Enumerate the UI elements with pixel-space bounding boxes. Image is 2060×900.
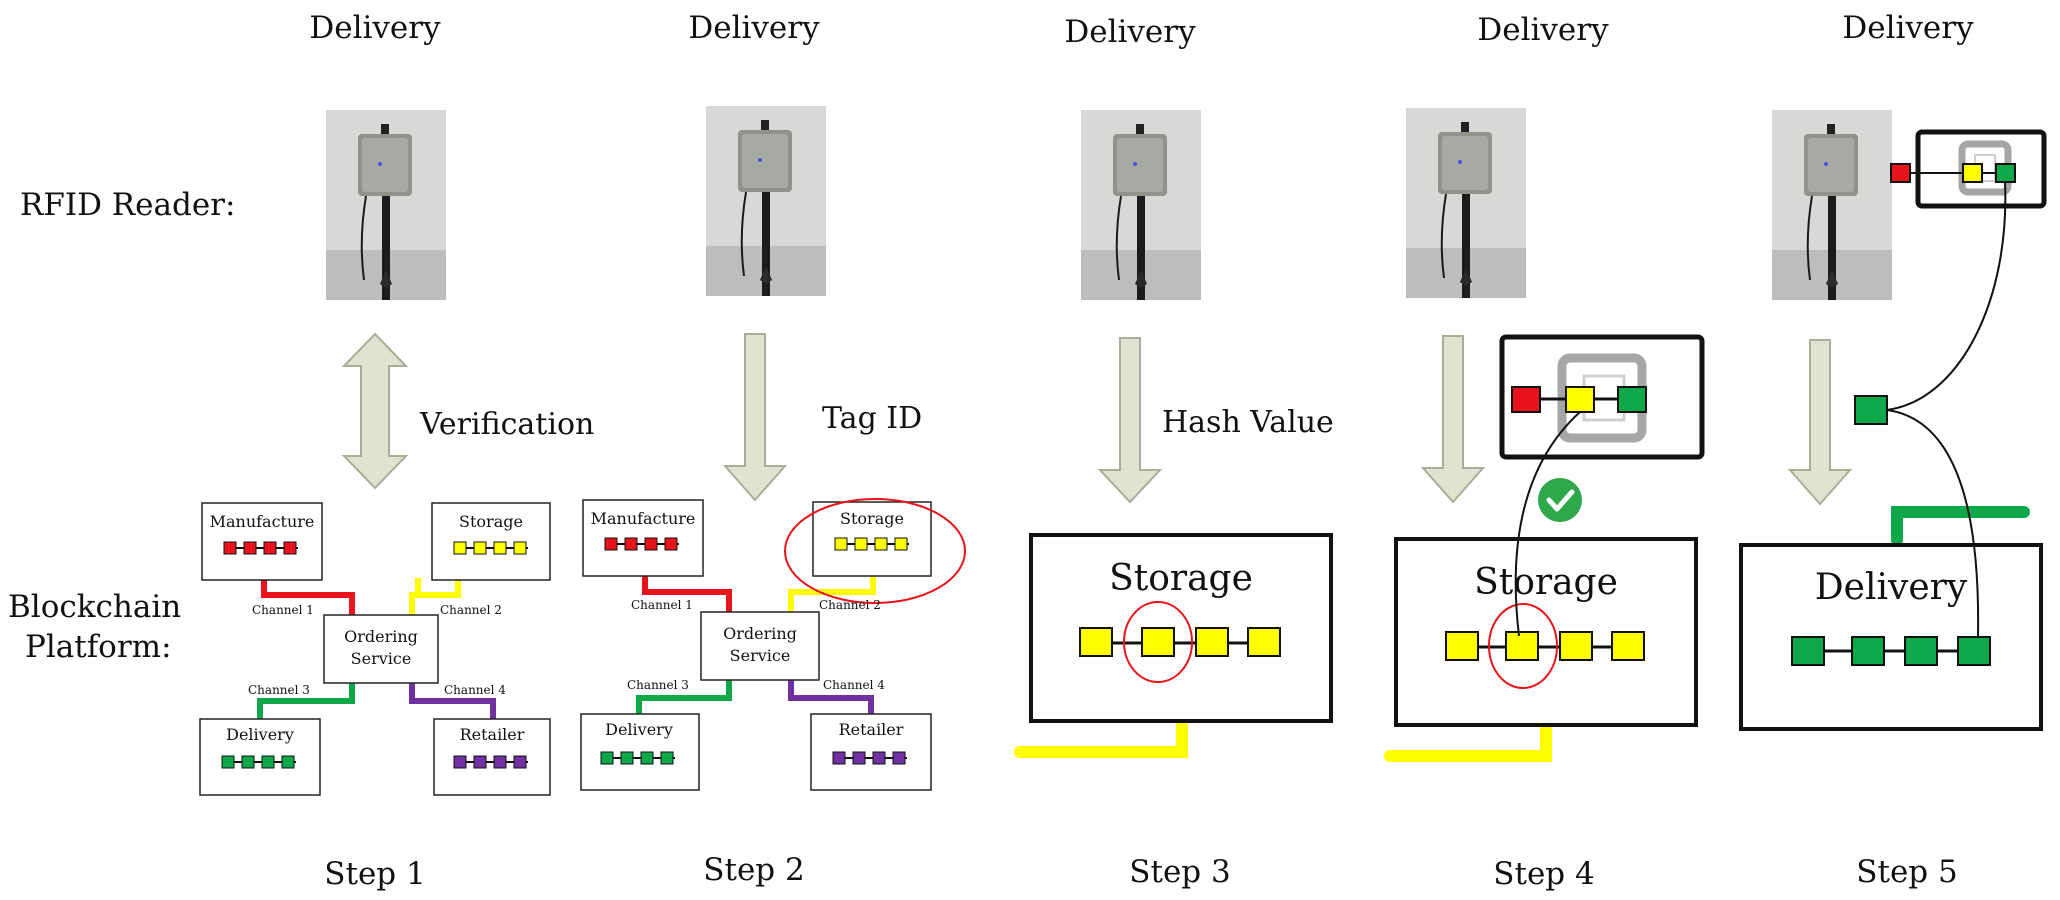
- rfid-reader-photo-icon: [705, 105, 827, 297]
- delivery-node-label: Delivery: [605, 720, 673, 739]
- channel-2-label: Channel 2: [819, 598, 881, 612]
- blockchain-row-label-line1: Blockchain: [8, 589, 181, 625]
- retailer-node-label: Retailer: [460, 725, 525, 744]
- channel-1-label: Channel 1: [252, 603, 314, 617]
- channel-2-label: Channel 2: [440, 603, 502, 617]
- storage-node-label: Storage: [459, 512, 523, 531]
- step5-header: Delivery: [1842, 10, 1974, 46]
- step1-caption: Step 1: [324, 856, 425, 892]
- step4-ledger-title: Storage: [1474, 562, 1618, 603]
- step4-caption: Step 4: [1493, 856, 1594, 892]
- manufacture-node-label: Manufacture: [210, 512, 315, 531]
- step1-blockchain-network: Manufacture Storage Ordering Service Del…: [199, 502, 551, 796]
- channel-4-label: Channel 4: [444, 683, 506, 697]
- check-circle-icon: [1538, 478, 1582, 522]
- rfid-reader-row-label: RFID Reader:: [20, 187, 235, 223]
- ordering-service-label-line2: Service: [730, 646, 791, 665]
- storage-node-label: Storage: [840, 509, 904, 528]
- step5-down-arrow: [1787, 339, 1853, 506]
- yellow-chain-icon: [834, 537, 909, 551]
- step4-down-arrow: [1420, 335, 1486, 504]
- channel-4-label: Channel 4: [823, 678, 885, 692]
- storage-highlight-circle: [784, 498, 966, 604]
- hash-value-label: Hash Value: [1162, 405, 1334, 440]
- step2-blockchain-network: Manufacture Storage Ordering Service Del…: [580, 498, 966, 791]
- verification-label: Verification: [419, 407, 594, 442]
- purple-chain-icon: [453, 755, 528, 769]
- tag-id-label: Tag ID: [822, 401, 922, 436]
- rfid-reader-photo-icon: [1771, 109, 1893, 301]
- rfid-reader-photo-icon: [1080, 109, 1202, 301]
- ordering-service-label-line1: Ordering: [344, 627, 418, 646]
- green-chain-icon: [221, 755, 296, 769]
- green-chain-icon: [600, 751, 675, 765]
- step5-caption: Step 5: [1856, 854, 1957, 890]
- step5-ledger-title: Delivery: [1815, 567, 1968, 608]
- manufacture-node-label: Manufacture: [591, 509, 696, 528]
- blockchain-row-label-line2: Platform:: [25, 629, 172, 665]
- delivery-node-label: Delivery: [226, 725, 294, 744]
- step4-storage-ledger: Storage: [1384, 334, 1705, 762]
- rfid-reader-photo-icon: [1405, 107, 1527, 299]
- tag-id-down-arrow: [722, 333, 788, 502]
- red-chain-icon: [604, 537, 679, 551]
- step3-storage-ledger: Storage: [1014, 533, 1333, 758]
- red-chain-icon: [223, 541, 298, 555]
- rfid-reader-photo-icon: [325, 109, 447, 301]
- step5-delivery-ledger: Delivery: [1739, 129, 2047, 731]
- step1-header: Delivery: [309, 10, 441, 46]
- channel-1-label: Channel 1: [631, 598, 693, 612]
- channel-3-label: Channel 3: [627, 678, 689, 692]
- purple-chain-icon: [832, 751, 907, 765]
- step2-caption: Step 2: [703, 852, 804, 888]
- verification-double-arrow: [341, 332, 409, 490]
- ordering-service-label-line1: Ordering: [723, 624, 797, 643]
- channel-3-label: Channel 3: [248, 683, 310, 697]
- step4-header: Delivery: [1477, 12, 1609, 48]
- ordering-service-label-line2: Service: [351, 649, 412, 668]
- step3-ledger-title: Storage: [1109, 558, 1253, 599]
- step2-header: Delivery: [688, 10, 820, 46]
- hash-value-down-arrow: [1097, 337, 1163, 504]
- retailer-node-label: Retailer: [839, 720, 904, 739]
- yellow-chain-icon: [453, 541, 528, 555]
- step3-header: Delivery: [1064, 14, 1196, 50]
- step3-caption: Step 3: [1129, 854, 1230, 890]
